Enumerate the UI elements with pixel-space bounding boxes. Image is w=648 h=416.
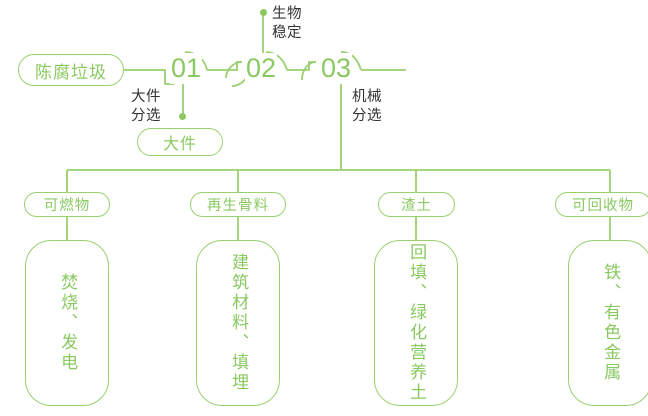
branch-pill-2-label: 再生骨料 bbox=[207, 198, 269, 214]
annotation-stage-03: 机械 分选 bbox=[352, 88, 382, 126]
branch-box-4[interactable]: 铁、有色金属 bbox=[568, 240, 648, 406]
node-intermediate-output-label: 大件 bbox=[162, 136, 197, 153]
branch-box-1[interactable]: 焚烧、发电 bbox=[25, 240, 109, 406]
annotation-stage-02-line2: 稳定 bbox=[272, 25, 302, 42]
branch-box-1-text: 焚烧、发电 bbox=[58, 273, 78, 373]
line-root-to-01 bbox=[124, 69, 175, 85]
arc-03-left bbox=[301, 61, 317, 81]
annotation-stage-01-line2: 分选 bbox=[131, 108, 161, 125]
annotation-stage-02: 生物 稳定 bbox=[272, 5, 302, 43]
branch-pill-2[interactable]: 再生骨料 bbox=[190, 192, 286, 217]
branch-pill-3-label: 渣土 bbox=[401, 198, 432, 214]
branch-box-3-text: 回填、绿化营养土 bbox=[407, 243, 427, 403]
dot-stage-02-annotation bbox=[260, 9, 267, 16]
branch-box-3[interactable]: 回填、绿化营养土 bbox=[374, 240, 458, 406]
branch-box-4-text: 铁、有色金属 bbox=[601, 263, 621, 383]
branch-pill-4-label: 可回收物 bbox=[572, 198, 634, 214]
stage-number-01: 01 bbox=[170, 53, 203, 84]
arc-02-left bbox=[225, 61, 243, 79]
annotation-stage-03-line2: 分选 bbox=[352, 108, 382, 125]
arc-02-top bbox=[265, 51, 288, 71]
stage-number-03: 03 bbox=[320, 53, 353, 84]
branch-pill-1-label: 可燃物 bbox=[43, 198, 91, 214]
annotation-stage-02-line1: 生物 bbox=[272, 6, 302, 22]
stage-number-02: 02 bbox=[245, 53, 278, 84]
node-intermediate-output[interactable]: 大件 bbox=[137, 128, 223, 156]
node-root[interactable]: 陈腐垃圾 bbox=[18, 54, 124, 86]
branch-box-2-text: 建筑材料、填埋 bbox=[229, 253, 249, 393]
branch-pill-4[interactable]: 可回收物 bbox=[555, 192, 648, 217]
arc-03-top bbox=[340, 51, 362, 71]
annotation-stage-01: 大件 分选 bbox=[131, 88, 161, 126]
dot-stage-01-annotation bbox=[179, 113, 186, 120]
annotation-stage-03-line1: 机械 bbox=[352, 89, 382, 105]
annotation-stage-01-line1: 大件 bbox=[131, 89, 161, 105]
branch-box-2[interactable]: 建筑材料、填埋 bbox=[196, 240, 280, 406]
branch-pill-3[interactable]: 渣土 bbox=[378, 192, 455, 217]
branch-pill-1[interactable]: 可燃物 bbox=[24, 192, 110, 217]
node-root-label: 陈腐垃圾 bbox=[35, 62, 107, 82]
